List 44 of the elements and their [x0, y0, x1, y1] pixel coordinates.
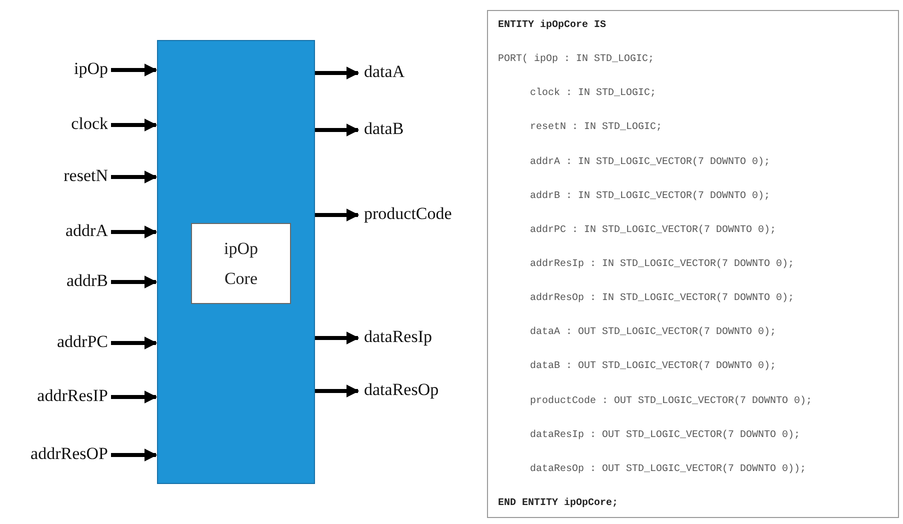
arrow: [111, 170, 158, 184]
arrow: [315, 332, 360, 344]
input-port-label: resetN: [64, 166, 108, 186]
code-line: END ENTITY ipOpCore;: [498, 498, 618, 509]
code-line: ENTITY ipOpCore IS: [498, 20, 606, 31]
code-panel: [487, 10, 899, 518]
code-line: addrResOp : IN STD_LOGIC_VECTOR(7 DOWNTO 0);: [530, 293, 794, 304]
arrow: [315, 66, 360, 80]
output-port-label: productCode: [364, 204, 452, 224]
code-line: PORT( ipOp : IN STD_LOGIC;: [498, 54, 654, 66]
input-port-label: ipOp: [74, 59, 108, 79]
code-line: resetN : IN STD_LOGIC;: [530, 122, 662, 134]
code-line: addrB : IN STD_LOGIC_VECTOR(7 DOWNTO 0);: [530, 190, 770, 202]
code-line: dataA : OUT STD_LOGIC_VECTOR(7 DOWNTO 0);: [530, 327, 776, 338]
code-line: addrResIp : IN STD_LOGIC_VECTOR(7 DOWNTO 0);: [530, 259, 794, 270]
arrow: [111, 336, 158, 350]
input-port-label: addrB: [66, 271, 108, 291]
arrow: [111, 64, 158, 76]
arrow: [111, 226, 158, 238]
input-port-label: clock: [71, 114, 108, 134]
core-box: ipOp Core: [191, 223, 291, 304]
arrow: [111, 448, 158, 462]
output-port-label: dataResIp: [364, 327, 432, 347]
code-line: clock : IN STD_LOGIC;: [530, 88, 656, 100]
entity-block: [157, 40, 315, 484]
output-port-label: dataA: [364, 62, 405, 82]
input-port-label: addrResOP: [30, 444, 108, 464]
code-line: dataB : OUT STD_LOGIC_VECTOR(7 DOWNTO 0);: [530, 361, 776, 372]
code-line: addrPC : IN STD_LOGIC_VECTOR(7 DOWNTO 0);: [530, 224, 776, 236]
arrow: [111, 390, 158, 404]
code-line: addrA : IN STD_LOGIC_VECTOR(7 DOWNTO 0);: [530, 156, 770, 168]
arrow: [315, 124, 360, 136]
arrow: [111, 118, 158, 132]
code-line: dataResOp : OUT STD_LOGIC_VECTOR(7 DOWNTO 0));: [530, 464, 806, 475]
output-port-label: dataB: [364, 119, 404, 139]
arrow: [315, 208, 360, 222]
input-port-label: addrPC: [57, 332, 108, 352]
code-line: dataResIp : OUT STD_LOGIC_VECTOR(7 DOWNTO 0);: [530, 430, 800, 441]
arrow: [111, 276, 158, 288]
input-port-label: addrResIP: [37, 386, 108, 406]
input-port-label: addrA: [66, 221, 108, 241]
arrow: [315, 384, 360, 398]
output-port-label: dataResOp: [364, 380, 439, 400]
code-line: productCode : OUT STD_LOGIC_VECTOR(7 DOWNTO 0);: [530, 396, 812, 407]
